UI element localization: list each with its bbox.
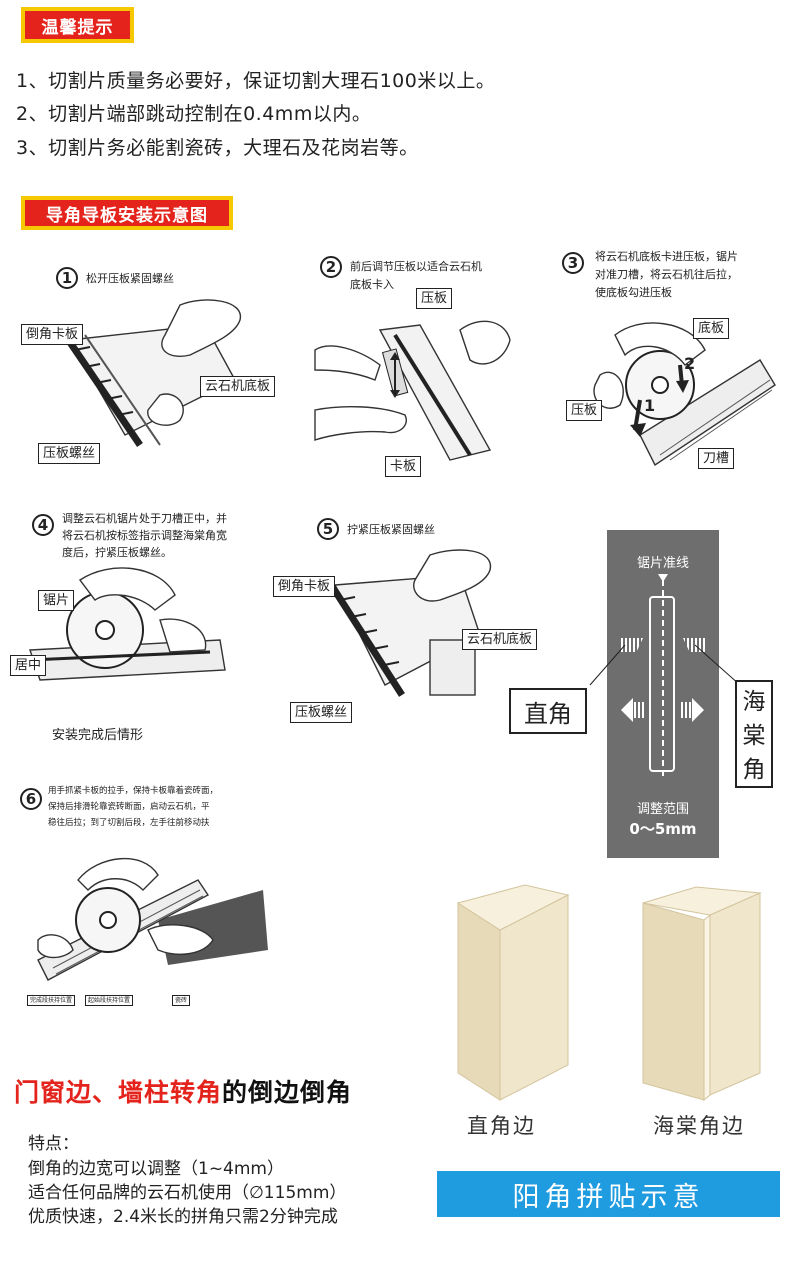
features-title: 特点： xyxy=(28,1134,79,1154)
step6-text-1: 用手抓紧卡板的拉手，保持卡板靠着瓷砖面， xyxy=(48,786,219,796)
crabapple-tile-illustration xyxy=(642,886,762,1102)
step4-illustration xyxy=(29,567,226,681)
step4-caption: 安装完成后情形 xyxy=(52,728,144,743)
step2-number: 2 xyxy=(320,256,342,278)
guide-right-arrow-bars xyxy=(681,702,691,718)
step4-number: 4 xyxy=(32,514,54,536)
guide-top-marker xyxy=(658,574,668,582)
guide-left-tag: 直角 xyxy=(509,688,587,734)
step1-label-screw: 压板螺丝 xyxy=(38,443,101,464)
step5-number: 5 xyxy=(317,518,339,540)
step3-label-press: 压板 xyxy=(566,400,603,421)
step1-text: 松开压板紧固螺丝 xyxy=(86,272,174,285)
guide-range-value: 0～5mm xyxy=(629,820,697,838)
step4-text-2: 将云石机按标签指示调整海棠角宽 xyxy=(62,529,227,542)
step1-label-base-plate: 云石机底板 xyxy=(200,376,276,397)
guide-left-chevron-icon xyxy=(621,638,643,652)
guide-right-tag: 海 棠 角 xyxy=(735,680,773,788)
step1-number: 1 xyxy=(56,267,78,289)
guide-right-tag-char-2: 棠 xyxy=(742,723,766,749)
step5-text: 拧紧压板紧固螺丝 xyxy=(347,523,435,536)
guide-center-line xyxy=(662,580,664,776)
step6-label-finish-hold: 完成段扶持位置 xyxy=(27,995,76,1006)
step3-illustration xyxy=(593,322,776,467)
tip-line-2: 2、切割片端部跳动控制在0.4mm以内。 xyxy=(16,103,372,125)
guide-top-label: 锯片准线 xyxy=(636,556,689,571)
step2-illustration xyxy=(314,320,511,461)
step2-label-press-plate: 压板 xyxy=(416,288,453,309)
guide-panel: 锯片准线 调整范围 0～5mm xyxy=(607,530,719,858)
right-angle-caption: 直角边 xyxy=(467,1114,536,1138)
install-badge: 导角导板安装示意图 xyxy=(21,196,233,230)
step1-illustration xyxy=(62,299,241,447)
step3-number: 3 xyxy=(562,252,584,274)
step2-text-2: 底板卡入 xyxy=(350,278,394,291)
step4-text-1: 调整云石机锯片处于刀槽正中，并 xyxy=(62,512,227,525)
step3-text-1: 将云石机底板卡进压板，锯片 xyxy=(595,250,738,263)
guide-left-arrow-bars xyxy=(634,702,644,718)
step5-label-screw: 压板螺丝 xyxy=(290,702,353,723)
step2-label-clamp-plate: 卡板 xyxy=(385,456,422,477)
headline-red: 门窗边、墙柱转角 xyxy=(14,1078,223,1107)
step6-text-2: 保持后排滑轮靠瓷砖断面，启动云石机，平 xyxy=(48,802,210,812)
step4-label-center: 居中 xyxy=(10,655,47,676)
step3-text-2: 对准刀槽，将云石机往后拉， xyxy=(595,268,738,281)
step1-label-chamfer-plate: 倒角卡板 xyxy=(21,324,84,345)
step3-arrow-2-number: 2 xyxy=(684,354,696,373)
feature-2: 适合任何品牌的云石机使用（∅115mm） xyxy=(28,1183,347,1203)
step6-label-tile: 瓷砖 xyxy=(172,995,191,1006)
step2-text-1: 前后调节压板以适合云石机 xyxy=(350,260,482,273)
step4-label-blade: 锯片 xyxy=(38,590,75,611)
step6-label-start-hold: 起始段扶持位置 xyxy=(85,995,134,1006)
guide-range-label: 调整范围 xyxy=(636,802,689,817)
feature-3: 优质快速，2.4米长的拼角只需2分钟完成 xyxy=(28,1207,338,1227)
tips-badge: 温馨提示 xyxy=(21,7,134,43)
guide-pointer-lines xyxy=(589,644,741,686)
step3-label-base: 底板 xyxy=(693,318,730,339)
guide-right-arrow-icon xyxy=(692,698,704,722)
step5-label-base-plate: 云石机底板 xyxy=(462,629,538,650)
guide-right-tag-char-1: 海 xyxy=(742,689,766,715)
right-angle-tile-illustration xyxy=(456,884,570,1101)
step6-text-3: 稳往后拉；到了切割后段，左手往前移动扶 xyxy=(48,818,210,828)
feature-1: 倒角的边宽可以调整（1~4mm） xyxy=(28,1159,284,1179)
step3-label-groove: 刀槽 xyxy=(698,448,735,469)
step5-label-chamfer-plate: 倒角卡板 xyxy=(273,576,336,597)
crabapple-caption: 海棠角边 xyxy=(653,1114,745,1138)
step4-text-3: 度后，拧紧压板螺丝。 xyxy=(62,546,172,559)
guide-left-arrow-icon xyxy=(621,698,633,722)
step6-illustration xyxy=(37,857,268,981)
step3-text-3: 使底板勾进压板 xyxy=(595,286,672,299)
tip-line-3: 3、切割片务必能割瓷砖，大理石及花岗岩等。 xyxy=(16,137,419,159)
step6-number: 6 xyxy=(20,788,42,810)
tip-line-1: 1、切割片质量务必要好，保证切割大理石100米以上。 xyxy=(16,70,496,92)
headline: 门窗边、墙柱转角的倒边倒角 xyxy=(14,1073,352,1109)
step5-illustration xyxy=(327,549,492,697)
guide-right-tag-char-3: 角 xyxy=(742,757,766,783)
step3-arrow-1-number: 1 xyxy=(644,396,656,415)
tile-banner: 阳角拼贴示意 xyxy=(437,1171,780,1217)
headline-black: 的倒边倒角 xyxy=(222,1078,353,1107)
